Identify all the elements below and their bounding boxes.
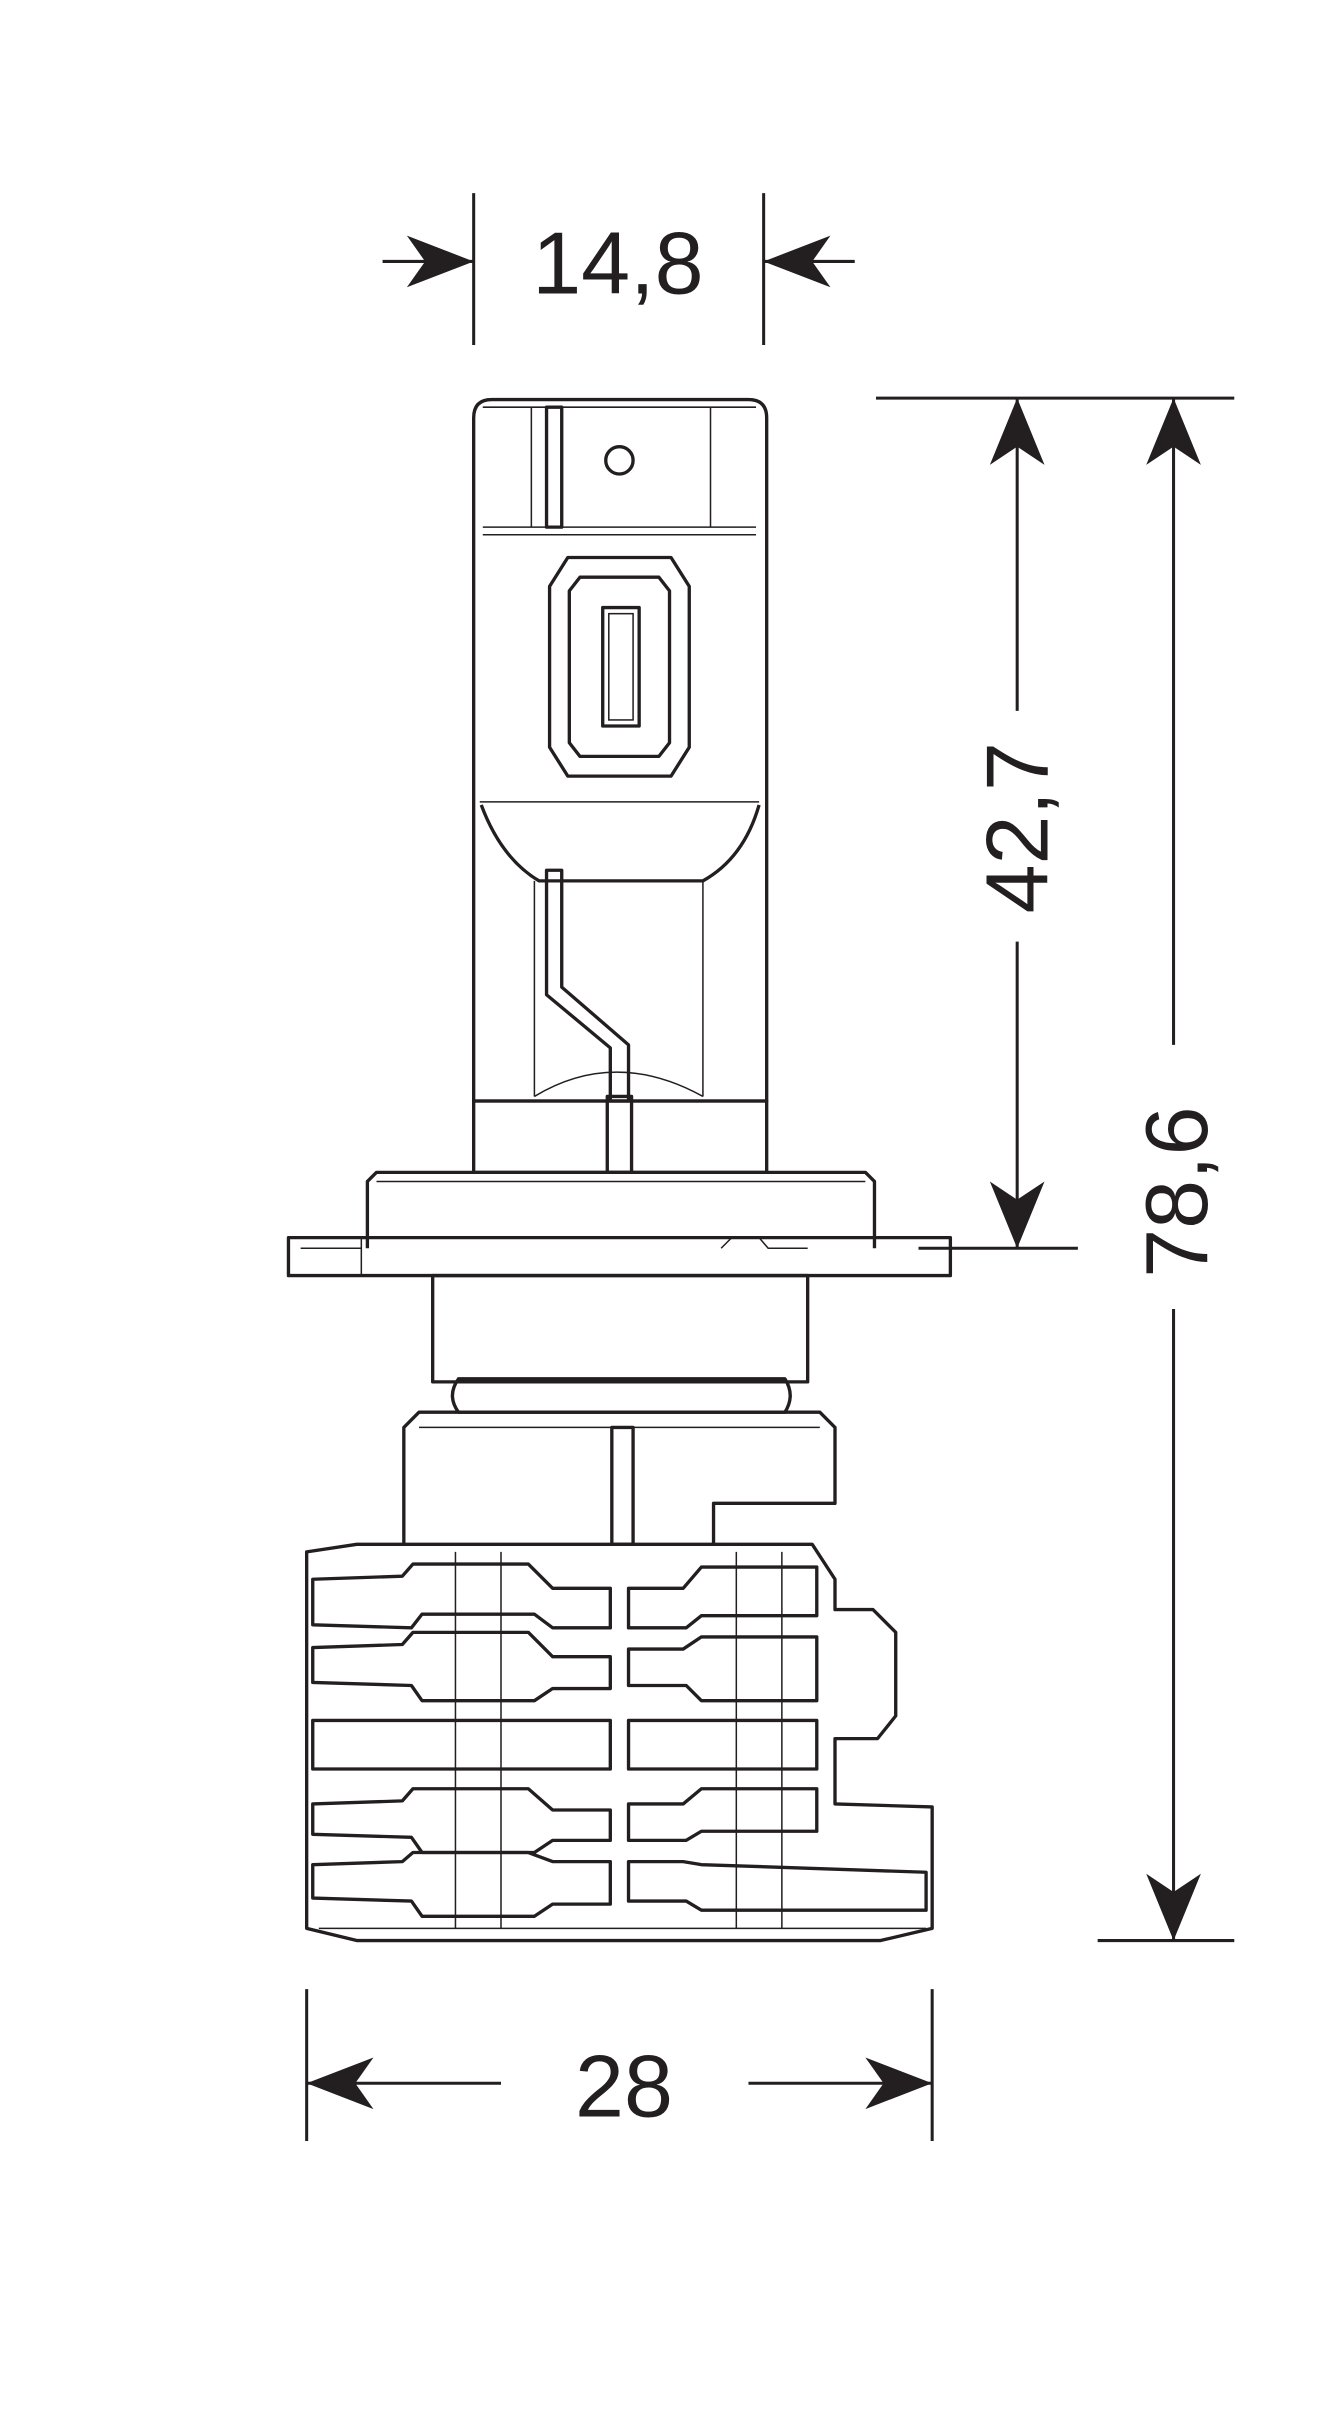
dimension-heatsink-width: 28 bbox=[305, 1989, 934, 2141]
bulb-base bbox=[286, 1099, 953, 1414]
dimension-label-total-length: 78,6 bbox=[1127, 1106, 1226, 1277]
heatsink bbox=[305, 1410, 934, 1943]
dimension-light-center: 42,7 bbox=[875, 396, 1235, 1250]
dimension-label-light-center: 42,7 bbox=[968, 742, 1067, 913]
heatsink-fins bbox=[311, 1562, 928, 1918]
dimension-label-heatsink-width: 28 bbox=[575, 2037, 673, 2136]
dimension-label-head-width: 14,8 bbox=[532, 213, 703, 312]
dimension-total-length: 78,6 bbox=[1097, 398, 1235, 1943]
led-chip-icon bbox=[547, 555, 691, 778]
dimension-head-width: 14,8 bbox=[382, 193, 855, 345]
locator-hole-icon bbox=[604, 444, 635, 476]
bulb-head bbox=[472, 397, 769, 1175]
